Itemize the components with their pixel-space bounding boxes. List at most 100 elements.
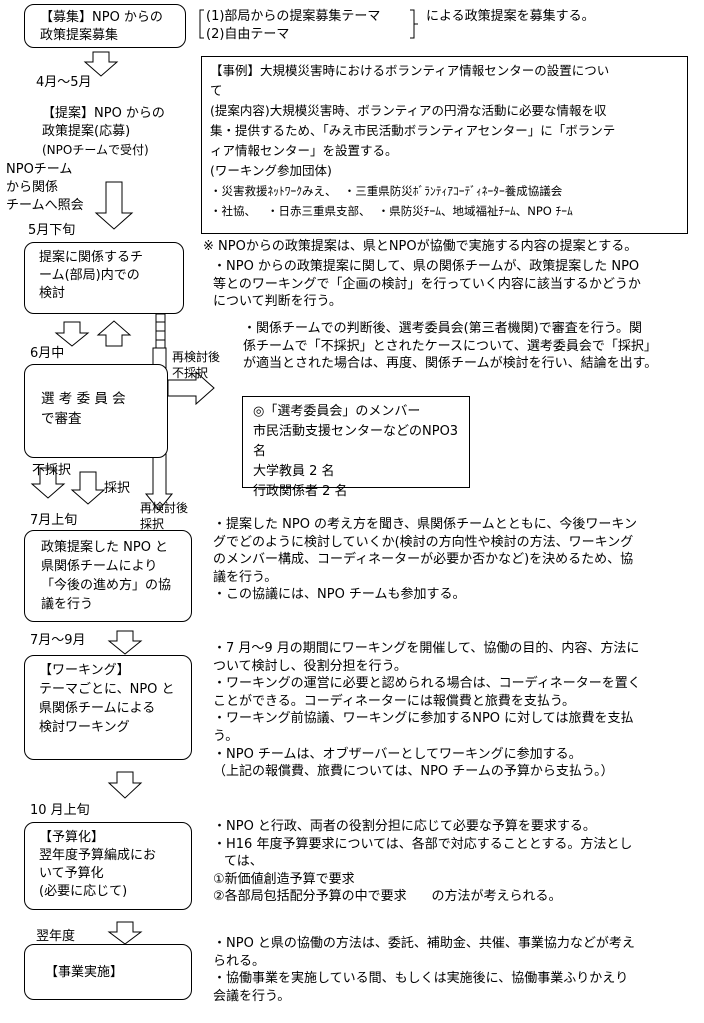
- consult-line2: 県関係チームにより: [41, 559, 158, 574]
- members-admin: 行政関係者 2 名: [253, 484, 348, 499]
- step-team-review-box: 提案に関係するチ ーム(部局)内での 検討: [24, 242, 184, 314]
- theme-2: (2)自由テーマ: [206, 27, 290, 42]
- note-implement-line3: ・協働事業を実施している間、もしくは実施後に、協働事業ふりかえり: [213, 971, 629, 987]
- re-review-adopt: 再検討後 採択: [140, 500, 188, 532]
- example-line-1: 【事例】大規模災害時におけるボランティア情報センターの設置につい: [210, 63, 610, 78]
- example-line-8: ・社協、 ・日赤三重県支部、 ・県防災ﾁｰﾑ、地域福祉ﾁｰﾑ、NPO ﾁｰﾑ: [210, 204, 573, 218]
- themes-bracket: [199, 9, 418, 39]
- example-line-2: て: [210, 83, 223, 98]
- note-budget: ・NPO と行政、両者の役割分担に応じて必要な予算を要求する。 ・H16 年度予…: [213, 818, 632, 906]
- referral-line3: チームへ照会: [6, 198, 84, 213]
- note-working-line8: （上記の報償費、旅費については、NPO チームの予算から支払う。）: [213, 764, 614, 780]
- budget-line3: いて予算化: [39, 866, 104, 881]
- adopt-label: 採択: [104, 481, 131, 496]
- step-recruit-line2: 政策提案募集: [40, 28, 119, 43]
- note-implement-line1: ・NPO と県の協働の方法は、委託、補助金、共催、事業協力などが考え: [213, 936, 635, 951]
- note-review2-line3: が適当とされた場合は、再度、関係チームが検討を行い、結論を出す。: [243, 356, 658, 372]
- re-review-adopt-line2: 採択: [140, 517, 165, 531]
- budget-line2: 翌年度予算編成にお: [39, 848, 157, 863]
- step-proposal-line2: 政策提案(応募): [42, 124, 131, 139]
- date-early-oct: 10 月上旬: [30, 803, 90, 818]
- referral-line2: から関係: [6, 180, 59, 195]
- example-box: 【事例】大規模災害時におけるボランティア情報センターの設置につい て (提案内容…: [201, 56, 688, 234]
- working-line3: 県関係チームによる: [39, 701, 156, 716]
- step-proposal-line3: (NPOチームで受付): [42, 143, 149, 157]
- members-box: ◎「選考委員会」のメンバー 市民活動支援センターなどのNPO3 名 大学教員 2…: [242, 396, 470, 499]
- arrow-up-1: [96, 320, 132, 347]
- theme-1: (1)部局からの提案募集テーマ: [206, 9, 381, 24]
- working-line2: テーマごとに、NPO と: [39, 682, 175, 697]
- step-budget-box: 【予算化】 翌年度予算編成にお いて予算化 (必要に応じて): [24, 822, 192, 910]
- note-review: ・NPO からの政策提案に関して、県の関係チームが、政策提案した NPO 等との…: [213, 258, 641, 311]
- referral-line1: NPOチーム: [6, 162, 73, 177]
- re-review-reject: 再検討後 不採択: [172, 349, 220, 381]
- committee-line2: で審査: [41, 411, 82, 427]
- step-proposal-line1: 【提案】NPO からの: [42, 106, 165, 121]
- committee-line1: 選 考 委 員 会: [41, 391, 126, 407]
- consult-line3: 「今後の進め方」の協: [41, 578, 172, 593]
- note-budget-line4: ①新価値創造予算で要求: [213, 871, 355, 887]
- date-next-year: 翌年度: [36, 929, 76, 944]
- note-working-line3: ・ワーキングの運営に必要と認められる場合は、コーディネーターを置く: [213, 676, 641, 692]
- note-consult-line1: ・提案した NPO の考え方を聞き、県関係チームとともに、今後ワーキン: [213, 517, 637, 532]
- note-implement-line2: られる。: [213, 953, 266, 969]
- note-consult-line4: 議を行う。: [213, 569, 278, 585]
- members-npo: 市民活動支援センターなどのNPO3 名: [253, 424, 459, 459]
- example-line-3: (提案内容)大規模災害時、ボランティアの円滑な活動に必要な情報を収: [210, 103, 607, 118]
- step-committee-box: 選 考 委 員 会 で審査: [24, 364, 168, 458]
- note-review2-line1: ・関係チームでの判断後、選考委員会(第三者機関)で審査を行う。関: [243, 321, 642, 336]
- note-working-line5: ・ワーキング前協議、ワーキングに参加するNPO に対しては旅費を支払: [213, 711, 634, 727]
- date-june: 6月中: [30, 346, 65, 361]
- working-line1: 【ワーキング】: [39, 663, 130, 678]
- working-line4: 検討ワーキング: [39, 720, 130, 735]
- members-university: 大学教員 2 名: [253, 464, 335, 479]
- team-review-line3: 検討: [39, 286, 66, 301]
- consult-line4: 議を行う: [41, 597, 94, 612]
- note-budget-line3: ては、: [224, 854, 263, 870]
- re-review-reject-line1: 再検討後: [172, 350, 221, 364]
- arrow-down-4: [107, 630, 143, 655]
- note-review-line2: 等とのワーキングで「企画の検討」を行っていく内容に該当するかどうか: [213, 276, 641, 292]
- note-implement-line4: 会議を行う。: [213, 988, 291, 1004]
- example-line-5: ィア情報センター」を設置する。: [210, 143, 398, 158]
- arrow-down-1: [83, 51, 119, 77]
- step-recruit-box: 【募集】NPO からの 政策提案募集: [24, 4, 186, 48]
- note-review-line1: ・NPO からの政策提案に関して、県の関係チームが、政策提案した NPO: [213, 259, 640, 274]
- note-working-line2: ついて検討し、役割分担を行う。: [213, 658, 407, 674]
- note-budget-line5: ②各部局包括配分予算の中で要求 の方法が考えられる。: [213, 889, 562, 905]
- arrow-down-2: [94, 181, 134, 230]
- step-implement-box: 【事業実施】: [24, 944, 192, 1000]
- step-working-box: 【ワーキング】 テーマごとに、NPO と 県関係チームによる 検討ワーキング: [24, 655, 192, 760]
- note-working: ・7 月～9 月の期間にワーキングを開催して、協働の目的、内容、方法に ついて検…: [213, 640, 641, 781]
- example-line-4: 集・提供するため、「みえ市民活動ボランティアセンター」に「ボランテ: [210, 123, 616, 138]
- re-review-adopt-line1: 再検討後: [140, 501, 189, 515]
- arrow-right-reject: [167, 370, 215, 406]
- implement-label: 【事業実施】: [45, 965, 124, 980]
- step-recruit-line1: 【募集】NPO からの: [40, 10, 163, 25]
- date-jul-sep: 7月～9月: [30, 633, 86, 648]
- arrow-down-6: [107, 921, 143, 945]
- team-review-line1: 提案に関係するチ: [39, 250, 144, 265]
- note-working-line4: ことができる。コーディネーターには報償費と旅費を支払う。: [213, 693, 576, 709]
- note-working-line1: ・7 月～9 月の期間にワーキングを開催して、協働の目的、内容、方法に: [213, 641, 640, 656]
- reject-label: 不採択: [32, 463, 72, 478]
- note-main: ※ NPOからの政策提案は、県とNPOが協働で実施する内容の提案とする。: [203, 239, 638, 254]
- arrow-down-reject: [30, 467, 66, 499]
- note-review2-line2: 係チームで「不採択」とされたケースについて、選考委員会で「採択」: [243, 338, 657, 354]
- budget-line4: (必要に応じて): [39, 884, 128, 899]
- note-implement: ・NPO と県の協働の方法は、委託、補助金、共催、事業協力などが考え られる。 …: [213, 935, 635, 1005]
- arrow-down-3: [54, 321, 90, 347]
- note-working-line7: ・NPO チームは、オブザーバーとしてワーキングに参加する。: [213, 746, 582, 762]
- date-apr-may: 4月～5月: [36, 75, 92, 90]
- re-review-reject-line2: 不採択: [172, 366, 209, 380]
- date-early-july: 7月上旬: [30, 513, 78, 528]
- team-review-line2: ーム(部局)内での: [39, 268, 140, 283]
- members-title: ◎「選考委員会」のメンバー: [253, 404, 421, 419]
- note-consult-line3: のメンバー構成、コーディネーターが必要か否かなど)を決めるため、協: [213, 552, 634, 568]
- themes-suffix: による政策提案を募集する。: [426, 9, 595, 24]
- step-consult-box: 政策提案した NPO と 県関係チームにより 「今後の進め方」の協 議を行う: [24, 530, 192, 622]
- date-late-may: 5月下旬: [28, 223, 76, 238]
- note-consult: ・提案した NPO の考え方を聞き、県関係チームとともに、今後ワーキン グでどの…: [213, 516, 637, 604]
- example-line-6: (ワーキング参加団体): [210, 163, 332, 178]
- note-review-line3: について判断を行う。: [213, 294, 342, 310]
